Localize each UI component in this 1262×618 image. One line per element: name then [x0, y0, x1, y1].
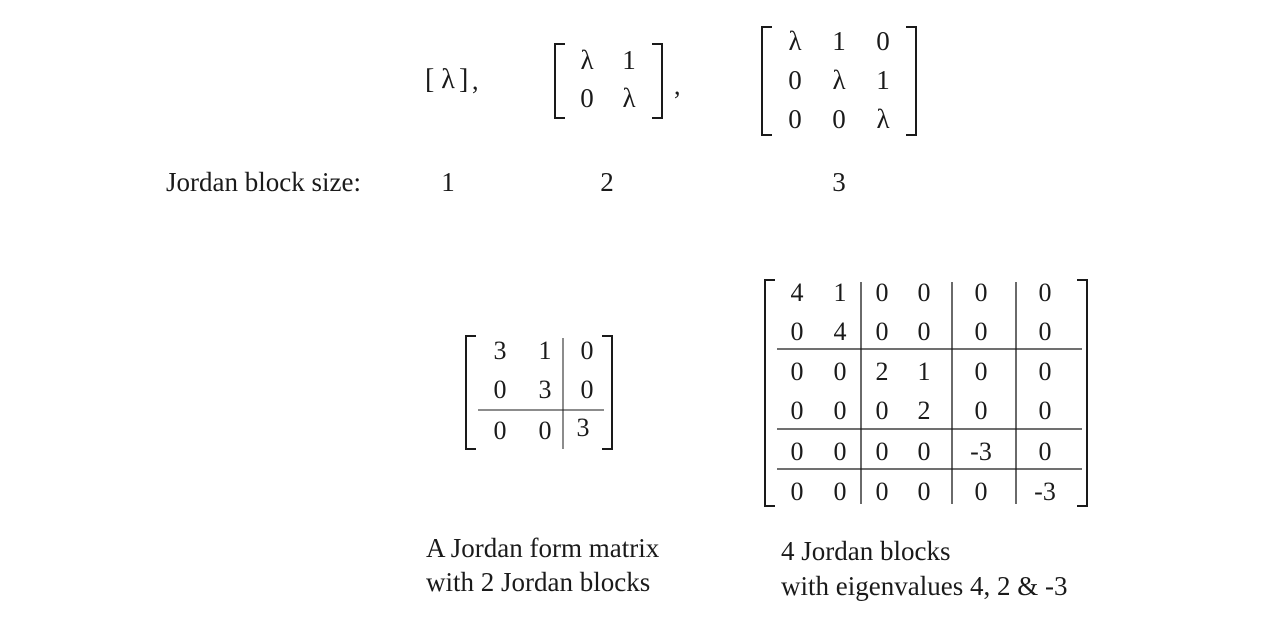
caption-matrix-b-line1: 4 Jordan blocks [781, 536, 950, 566]
matrix-b-entry: 0 [876, 317, 889, 346]
block-size-value: 3 [832, 167, 846, 197]
matrix-b-entry: 0 [975, 278, 988, 307]
block3-entry: λ [788, 26, 801, 56]
matrix-b-entry: 0 [791, 357, 804, 386]
matrix-b-entry: 0 [975, 477, 988, 506]
matrix-b-entry: 0 [1039, 278, 1052, 307]
matrix-b-entry: 0 [918, 477, 931, 506]
matrix-a-entry: 0 [494, 375, 507, 404]
matrix-b-entry: 4 [834, 317, 847, 346]
bracket-right [602, 335, 613, 450]
matrix-b-entry: 0 [975, 396, 988, 425]
caption-matrix-b-line2: with eigenvalues 4, 2 & -3 [781, 571, 1067, 601]
comma: , [674, 71, 681, 100]
jordan-block-size-3: λ 1 0 0 λ 1 0 0 λ [761, 26, 917, 136]
matrix-b-entry: 0 [918, 437, 931, 466]
matrix-b-entry: 0 [1039, 437, 1052, 466]
jordan-form-matrix-a: 3 1 0 0 3 0 0 0 3 [465, 335, 613, 450]
matrix-b-entry: 0 [834, 477, 847, 506]
matrix-b-entry: 1 [918, 357, 931, 386]
matrix-b-entry: 0 [834, 437, 847, 466]
matrix-a-entry: 0 [581, 375, 594, 404]
block2-entry: 0 [580, 83, 594, 113]
matrix-b-entry: 0 [1039, 317, 1052, 346]
matrix-b-entry: 0 [975, 317, 988, 346]
matrix-b-entry: 0 [876, 437, 889, 466]
jordan-block-size-1: [ λ ] , [425, 64, 479, 95]
matrix-a-entry: 0 [581, 336, 594, 365]
matrix-a-entry: 3 [494, 336, 507, 365]
block3-entry: 0 [788, 104, 802, 134]
matrix-a-entry: 0 [494, 416, 507, 445]
caption-matrix-a-line1: A Jordan form matrix [426, 533, 660, 563]
matrix-b-entry: 0 [876, 396, 889, 425]
bracket-left [465, 335, 476, 450]
block3-entry: 0 [832, 104, 846, 134]
matrix-a-entry: 3 [577, 413, 590, 442]
block3-entry: 1 [832, 26, 846, 56]
matrix-b-entry: 0 [1039, 396, 1052, 425]
bracket-right: ] [459, 64, 468, 95]
block3-entry: 1 [876, 65, 890, 95]
block2-entry: 1 [622, 45, 636, 75]
matrix-b-entry: 0 [975, 357, 988, 386]
matrix-b-entry: 4 [791, 278, 804, 307]
bracket-left [761, 26, 772, 136]
bracket-right [1077, 279, 1088, 507]
jordan-block-size-2: λ 1 0 λ , [554, 43, 681, 119]
matrix-b-entry: 2 [876, 357, 889, 386]
block3-entry: λ [876, 104, 889, 134]
bracket-right [652, 43, 663, 119]
bracket-left [554, 43, 565, 119]
caption-matrix-a-line2: with 2 Jordan blocks [426, 567, 650, 597]
matrix-b-entry: 0 [918, 317, 931, 346]
matrix-a-entry: 3 [539, 375, 552, 404]
matrix-b-entry: 1 [834, 278, 847, 307]
matrix-b-entry: 0 [791, 396, 804, 425]
block2-entry: λ [580, 45, 593, 75]
block3-entry: λ [832, 65, 845, 95]
matrix-b-entry: 0 [791, 317, 804, 346]
matrix-b-entry: 0 [876, 477, 889, 506]
matrix-b-entry: 0 [791, 477, 804, 506]
block2-entry: λ [622, 83, 635, 113]
matrix-b-entry: 0 [834, 357, 847, 386]
block1-entry: λ [441, 64, 455, 95]
matrix-a-entry: 0 [539, 416, 552, 445]
matrix-b-entry: 2 [918, 396, 931, 425]
bracket-left [764, 279, 775, 507]
matrix-b-entry: 0 [1039, 357, 1052, 386]
matrix-b-entry: 0 [876, 278, 889, 307]
matrix-a-entry: 1 [539, 336, 552, 365]
bracket-left: [ [425, 64, 434, 95]
matrix-b-entry: 0 [791, 437, 804, 466]
block3-entry: 0 [788, 65, 802, 95]
bracket-right [906, 26, 917, 136]
matrix-b-entry: 0 [918, 278, 931, 307]
block3-entry: 0 [876, 26, 890, 56]
jordan-block-size-label: Jordan block size: [166, 167, 361, 197]
block-size-value: 2 [600, 167, 614, 197]
comma: , [472, 66, 479, 95]
block-size-value: 1 [441, 167, 455, 197]
matrix-b-entry: -3 [970, 437, 992, 466]
matrix-b-entry: 0 [834, 396, 847, 425]
matrix-b-entry: -3 [1034, 477, 1056, 506]
